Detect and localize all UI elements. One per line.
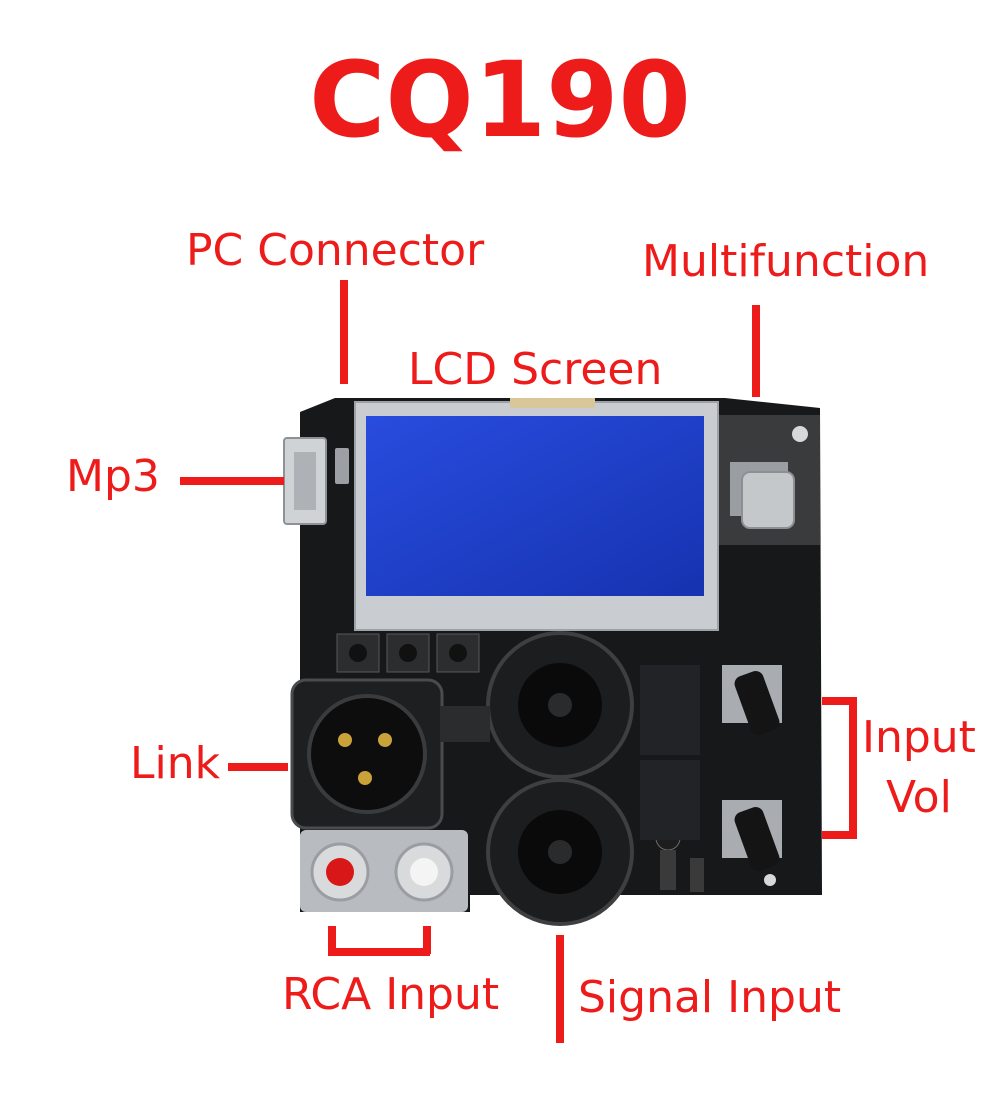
- tact-button: [336, 633, 380, 673]
- label-link: Link: [130, 738, 221, 789]
- encoder-shaft: [741, 471, 795, 529]
- bracket-input-vol-side: [849, 697, 857, 839]
- leader-link: [228, 763, 288, 771]
- bracket-input-vol-bottom: [822, 831, 856, 839]
- label-signal-input: Signal Input: [578, 972, 842, 1023]
- lcd-tab: [510, 398, 595, 408]
- label-lcd-screen: LCD Screen: [408, 344, 663, 395]
- bracket-rca-left: [328, 926, 336, 954]
- bracket-rca-right: [423, 926, 431, 954]
- label-input-vol-line1: Input: [862, 712, 976, 763]
- label-mp3: Mp3: [66, 451, 160, 502]
- micro-usb-port: [335, 448, 349, 484]
- leader-multifunction: [752, 305, 760, 397]
- label-rca-input: RCA Input: [282, 969, 500, 1020]
- label-input-vol-line2: Vol: [886, 772, 952, 823]
- leader-signal-input: [556, 935, 564, 1043]
- product-title: CQ190: [309, 39, 691, 161]
- mount-hole: [764, 874, 776, 886]
- label-multifunction: Multifunction: [642, 236, 930, 287]
- label-pc-connector: PC Connector: [186, 225, 485, 276]
- bracket-rca-bottom: [328, 948, 430, 956]
- leader-mp3: [180, 477, 284, 485]
- bracket-input-vol-top: [822, 697, 856, 705]
- mount-hole: [792, 426, 808, 442]
- leader-pc-connector: [340, 280, 348, 384]
